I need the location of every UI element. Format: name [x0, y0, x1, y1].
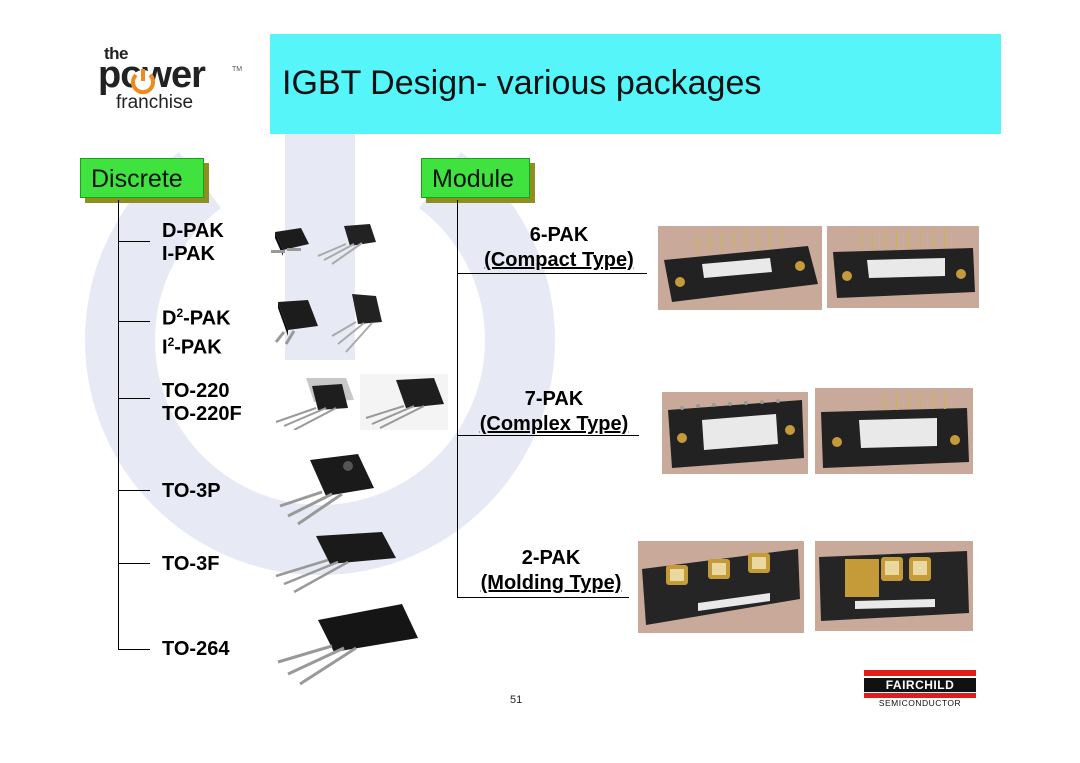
module-branch: [457, 273, 647, 274]
power-symbol-icon: [131, 69, 155, 95]
logo-red-bar: [864, 693, 976, 698]
package-label-to220: TO-220 TO-220F: [162, 380, 242, 426]
package-label-to264: TO-264: [162, 638, 230, 660]
package-label-to3f: TO-3F: [162, 553, 220, 575]
7pak-photo-1: [662, 392, 808, 474]
dpak-photo: [271, 228, 309, 256]
package-name: TO-220F: [162, 403, 242, 425]
discrete-branch: [118, 563, 150, 564]
discrete-branch: [118, 321, 150, 322]
to220f-photo: [360, 374, 448, 430]
to3f-photo: [275, 532, 396, 594]
logo-the: the: [104, 44, 129, 63]
module-label-7pak: 7-PAK (Complex Type): [466, 387, 642, 437]
page-title: IGBT Design- various packages: [282, 64, 762, 102]
brand-subtitle: SEMICONDUCTOR: [878, 698, 962, 708]
module-tree-trunk: [457, 200, 458, 598]
discrete-branch: [118, 490, 150, 491]
package-name: I2-PAK: [162, 334, 222, 359]
module-label-2pak: 2-PAK (Molding Type): [466, 546, 636, 596]
2pak-photo-2: [815, 541, 973, 631]
package-label-d2pak-i2pak: D2-PAK I2-PAK: [162, 302, 231, 359]
module-name: 6-PAK: [529, 224, 589, 246]
package-name: I-PAK: [162, 243, 215, 265]
brand-name: FAIRCHILD: [864, 678, 976, 692]
to3p-photo: [279, 454, 374, 526]
discrete-branch: [118, 241, 150, 242]
module-type: (Complex Type): [479, 413, 629, 435]
2pak-photo-1: [638, 541, 804, 633]
page-number: 51: [510, 694, 523, 706]
d2pak-photo: [274, 300, 318, 345]
discrete-tree-trunk: [118, 200, 119, 650]
power-franchise-logo: the power TM franchise: [98, 44, 248, 120]
to220-photo: [275, 378, 354, 430]
discrete-branch: [118, 398, 150, 399]
logo-trademark: TM: [232, 66, 243, 73]
package-name: D-PAK: [162, 220, 224, 242]
ipak-photo: [317, 224, 376, 265]
7pak-photo-2: [815, 388, 973, 474]
to264-photo: [277, 604, 418, 686]
package-label-to3p: TO-3P: [162, 480, 221, 502]
fairchild-logo: FAIRCHILD SEMICONDUCTOR: [864, 670, 976, 708]
title-banner: IGBT Design- various packages: [270, 34, 1001, 134]
logo-franchise: franchise: [116, 92, 194, 113]
module-branch: [457, 597, 629, 598]
module-category-box: Module: [421, 158, 530, 198]
package-name: D2-PAK: [162, 306, 231, 330]
package-name: TO-220: [162, 380, 230, 402]
i2pak-photo: [331, 294, 382, 353]
module-label-6pak: 6-PAK (Compact Type): [470, 223, 648, 273]
module-type: (Compact Type): [484, 249, 634, 271]
package-label-dpak-ipak: D-PAK I-PAK: [162, 220, 224, 266]
module-name: 7-PAK: [524, 388, 584, 410]
logo-red-bar: [864, 670, 976, 676]
6pak-photo-1: [658, 226, 822, 310]
discrete-category-box: Discrete: [80, 158, 204, 198]
discrete-branch: [118, 649, 150, 650]
module-type: (Molding Type): [480, 572, 622, 594]
module-branch: [457, 435, 639, 436]
6pak-photo-2: [827, 226, 979, 308]
module-name: 2-PAK: [521, 547, 581, 569]
